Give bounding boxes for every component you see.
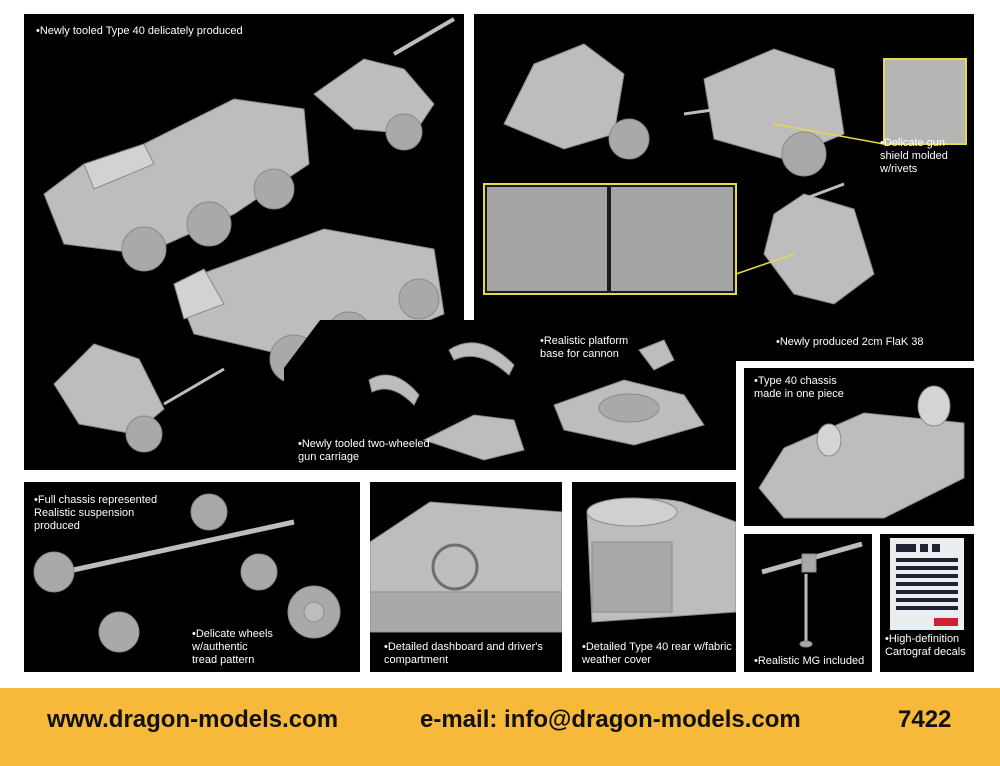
flak38-illustration	[483, 43, 967, 305]
caption-full-chassis: Full chassis represented Realistic suspe…	[34, 494, 157, 533]
footer-bar: www.dragon-models.com e-mail: info@drago…	[0, 688, 1000, 766]
caption-rear: Detailed Type 40 rear w/fabric weather c…	[582, 641, 732, 667]
decal-sheet-art	[896, 544, 958, 626]
chassis-illustration	[758, 385, 965, 519]
mg-illustration	[761, 541, 863, 648]
panel-gun-carriage: Realistic platform base for cannon Newly…	[284, 320, 736, 470]
panel-mg: Realistic MG included	[744, 534, 872, 672]
email-link[interactable]: e-mail: info@dragon-models.com	[420, 706, 801, 733]
full-chassis-illustration	[33, 493, 341, 653]
caption-decals: High-definition Cartograf decals	[885, 633, 966, 659]
caption-flak38: Newly produced 2cm FlaK 38	[776, 336, 924, 349]
decal-sheet	[890, 538, 964, 630]
caption-mg: Realistic MG included	[754, 655, 864, 668]
rear-cover-illustration	[586, 497, 736, 623]
panel-full-chassis: Full chassis represented Realistic suspe…	[24, 482, 360, 672]
panel-decals: High-definition Cartograf decals	[880, 534, 974, 672]
caption-platform-base: Realistic platform base for cannon	[540, 335, 628, 361]
panel-dashboard: Detailed dashboard and driver's compartm…	[370, 482, 562, 672]
caption-gun-shield: Delicate gun shield molded w/rivets	[880, 137, 948, 176]
caption-dashboard: Detailed dashboard and driver's compartm…	[384, 641, 543, 667]
panel-chassis: Type 40 chassis made in one piece	[744, 368, 974, 526]
dashboard-illustration	[370, 501, 562, 633]
caption-chassis: Type 40 chassis made in one piece	[754, 375, 844, 401]
website-link[interactable]: www.dragon-models.com	[47, 706, 339, 733]
gun-shield-inset	[883, 58, 967, 145]
caption-kfz-trailer: Newly tooled Type 40 delicately produced	[36, 25, 243, 38]
caption-wheels: Delicate wheels w/authentic tread patter…	[192, 628, 273, 667]
panel-flak38: Delicate gun shield molded w/rivets Newl…	[474, 14, 974, 361]
panel-rear: Detailed Type 40 rear w/fabric weather c…	[572, 482, 736, 672]
caption-gun-carriage: Newly tooled two-wheeled gun carriage	[298, 438, 430, 464]
kit-number: 7422	[898, 706, 952, 733]
panel-kfz-with-trailer: Newly tooled Type 40 delicately produced	[24, 14, 464, 470]
gun-carriage-illustration	[368, 339, 705, 461]
